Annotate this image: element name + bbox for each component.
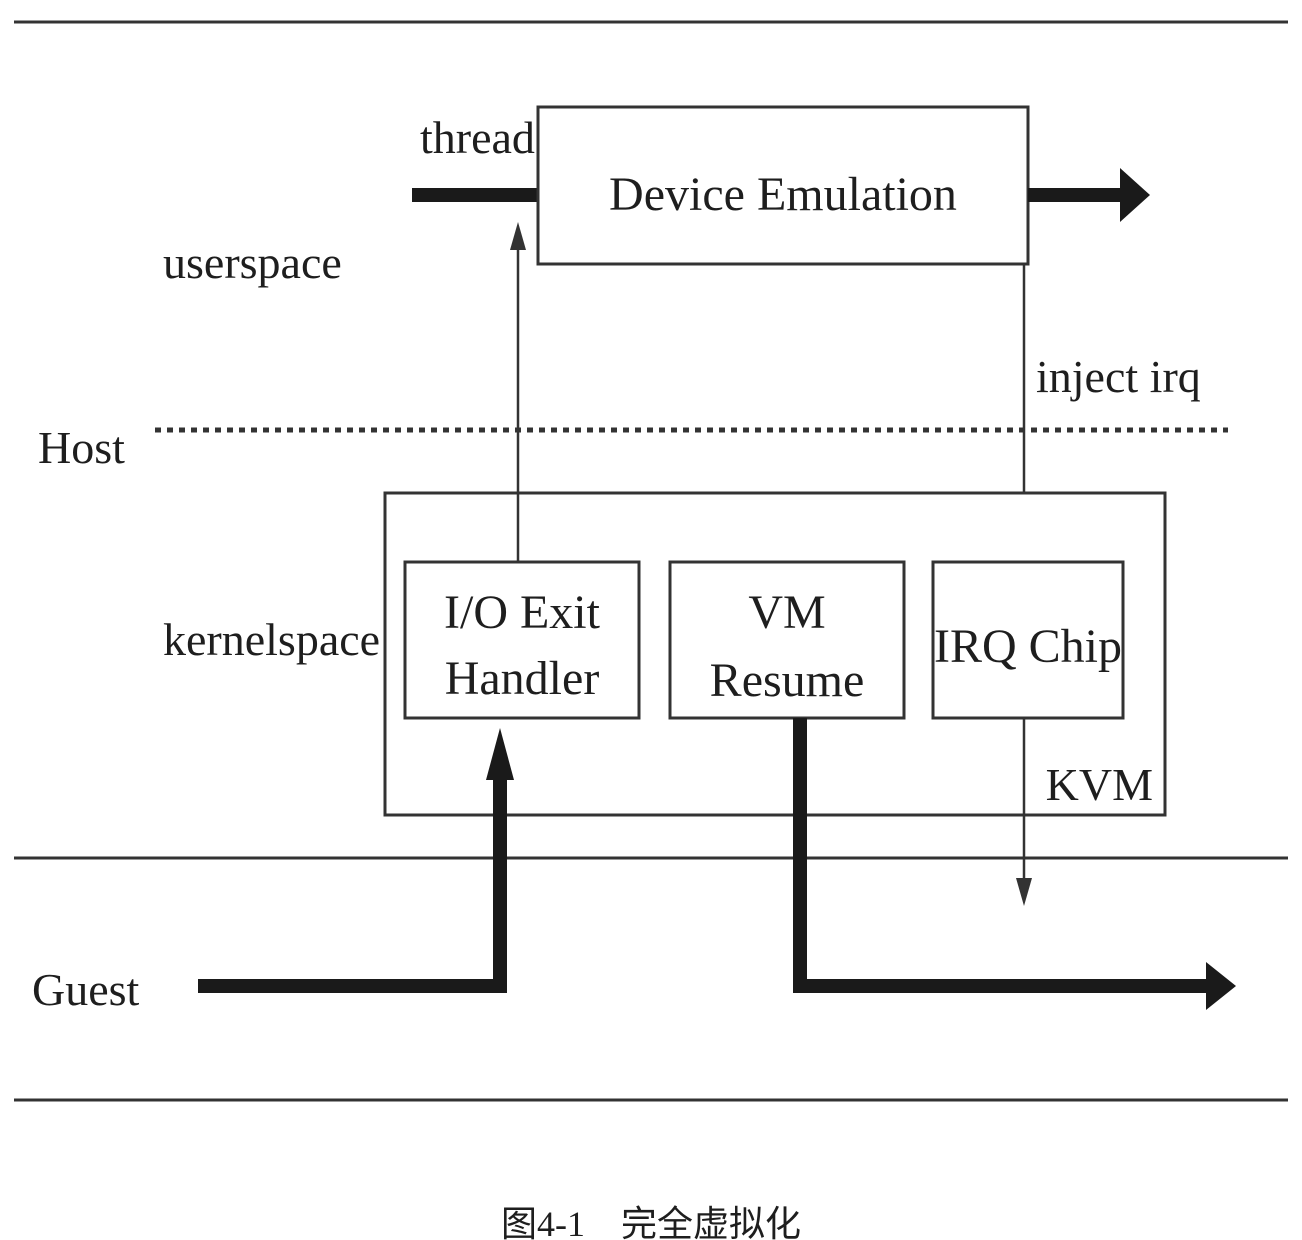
kvm-label: KVM — [1046, 759, 1153, 810]
guest-exit-path — [198, 770, 507, 993]
kernelspace-label: kernelspace — [163, 614, 380, 665]
vm-resume-path — [793, 718, 1206, 993]
userspace-label: userspace — [163, 237, 342, 288]
io-exit-handler-label-line2: Handler — [445, 652, 600, 705]
figure-caption: 图4-1 完全虚拟化 — [501, 1204, 801, 1240]
irq-chip-label: IRQ Chip — [934, 620, 1122, 673]
io-exit-handler-box — [403, 560, 641, 720]
vm-resume-box — [668, 560, 906, 720]
irq-chip-to-guest-arrowhead — [1016, 878, 1032, 906]
guest-exit-arrowhead — [486, 728, 514, 780]
irq-chip-box — [931, 560, 1125, 720]
io-exit-to-emulation-arrowhead — [510, 222, 526, 250]
vm-resume-label-line1: VM — [748, 586, 825, 639]
vm-resume-label-line2: Resume — [710, 654, 865, 707]
device-emulation-box — [536, 105, 1030, 266]
host-label: Host — [38, 422, 125, 473]
device-emulation-output-arrowhead — [1120, 168, 1150, 222]
io-exit-handler-label-line1: I/O Exit — [444, 586, 601, 639]
thread-label: thread — [420, 112, 535, 163]
guest-label: Guest — [32, 964, 140, 1015]
device-emulation-label: Device Emulation — [609, 168, 957, 221]
vm-resume-arrowhead — [1206, 962, 1236, 1010]
inject-irq-label: inject irq — [1036, 351, 1201, 402]
